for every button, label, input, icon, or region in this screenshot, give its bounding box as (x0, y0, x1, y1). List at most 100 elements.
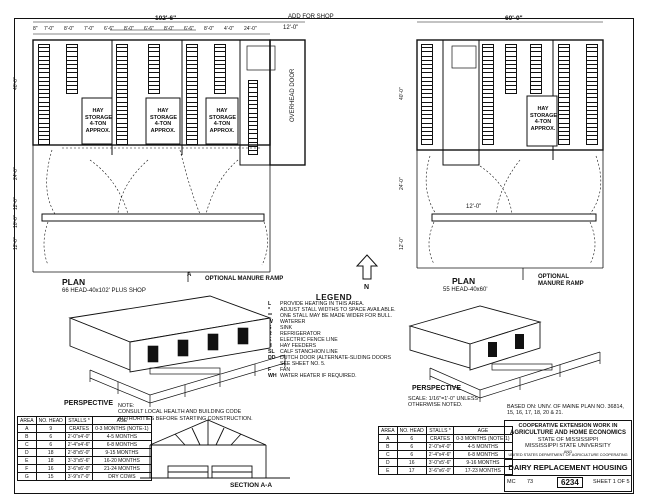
stall (38, 98, 50, 103)
stall (482, 56, 494, 61)
plan2-manure-ramp: OPTIONAL MANURE RAMP (538, 274, 584, 287)
stall (248, 109, 258, 114)
stall (586, 123, 598, 128)
north-arrow-icon (355, 254, 379, 280)
plan1-top-dim: 4'-0" (224, 26, 234, 32)
tb-line1: COOPERATIVE EXTENSION WORK IN (518, 423, 618, 429)
stall (38, 136, 50, 141)
stall (586, 140, 598, 145)
table-cell: D (17, 448, 37, 457)
stall (482, 131, 494, 137)
tb-line2: AGRICULTURE AND HOME ECONOMICS (510, 430, 626, 436)
stall (421, 94, 433, 99)
legend-text: SINK (280, 324, 293, 331)
stall (586, 73, 598, 78)
stall (505, 73, 517, 78)
stall (66, 56, 78, 61)
stall (558, 98, 570, 103)
stall (38, 48, 50, 53)
table-cell: 6 (396, 434, 427, 443)
tb-line5: AND (563, 449, 573, 454)
stall (186, 131, 198, 137)
plan2-stall-column-4 (558, 44, 570, 145)
stall (530, 52, 542, 57)
stall (586, 106, 598, 111)
stall (38, 85, 50, 91)
stall (421, 60, 433, 65)
stall (148, 77, 160, 82)
table-cell: E (17, 456, 37, 465)
stall (558, 136, 570, 141)
stall (421, 111, 433, 116)
stall (505, 85, 517, 91)
legend-text: PROVIDE HEATING IN THIS AREA. (280, 301, 364, 307)
plan1-top-dim: 8'-0" (124, 26, 134, 32)
plan1-top-dim: 6'-6" (104, 26, 114, 32)
stall (586, 52, 598, 57)
stall (38, 69, 50, 74)
stall (482, 94, 494, 99)
stall (214, 81, 226, 86)
stall (505, 90, 517, 95)
table-cell: 9-15 MONTHS (92, 448, 152, 457)
table-cell: 6 (396, 450, 427, 459)
stall (186, 73, 198, 78)
plan1-stall-column-0 (38, 44, 50, 145)
stall (116, 56, 128, 61)
stall (116, 131, 128, 137)
stall (586, 98, 598, 103)
stall (530, 85, 542, 91)
stall (505, 44, 517, 49)
stall (421, 64, 433, 70)
stall (66, 77, 78, 82)
table-cell: 16-20 MONTHS (92, 456, 152, 465)
stall (214, 77, 226, 82)
stall (148, 81, 160, 86)
stall (248, 147, 258, 152)
stall (186, 48, 198, 53)
stall (421, 85, 433, 91)
stall (214, 44, 226, 49)
stall (66, 85, 78, 91)
stall (558, 119, 570, 124)
stall (116, 44, 128, 49)
plan1-title: PLAN (62, 277, 86, 287)
stall (248, 113, 258, 118)
stall (248, 151, 258, 156)
plan2-overall-dim: 60'-0" (505, 15, 523, 22)
stall (586, 94, 598, 99)
table-cell: C (17, 440, 37, 449)
stall (505, 52, 517, 57)
table-header: AREA (17, 416, 37, 425)
stall (186, 106, 198, 111)
stall (116, 98, 128, 103)
table-cell: F (17, 464, 37, 473)
stall (248, 121, 258, 127)
stall (38, 102, 50, 107)
plan1-shop-dim: 12'-0" (283, 25, 299, 31)
legend-text: ELECTRIC FENCE LINE (280, 336, 338, 343)
stall (558, 111, 570, 116)
stall (586, 119, 598, 124)
stall (116, 73, 128, 78)
stall (186, 111, 198, 116)
stall (248, 92, 258, 97)
stall (530, 44, 542, 49)
stall (38, 140, 50, 145)
stall (66, 44, 78, 49)
stall (505, 81, 517, 86)
table-cell: G (17, 472, 37, 481)
stall (586, 56, 598, 61)
stall (116, 52, 128, 57)
stall (558, 44, 570, 49)
stall (421, 123, 433, 128)
stall (558, 90, 570, 95)
scale-note: SCALE: 1/16"=1'-0" UNLESS OTHERWISE NOTE… (408, 396, 479, 409)
tb-date-label: MC (507, 479, 516, 485)
stall (421, 52, 433, 57)
stall (558, 56, 570, 61)
stall (482, 115, 494, 120)
stall (38, 123, 50, 128)
